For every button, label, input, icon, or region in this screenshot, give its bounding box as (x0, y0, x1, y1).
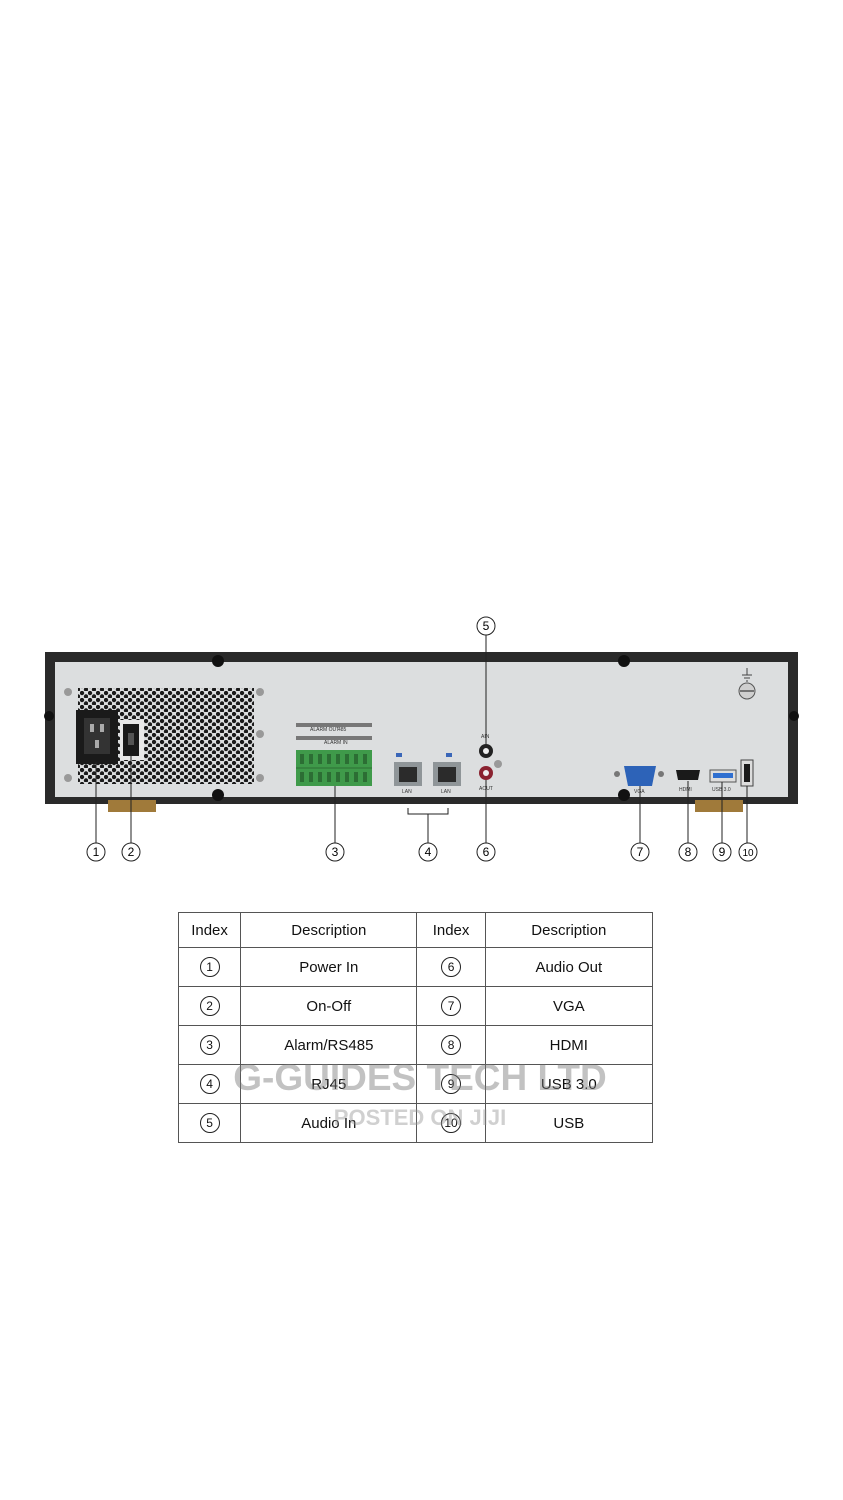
description-cell: Audio Out (484, 947, 654, 987)
table-row: 1 Power In 6 Audio Out (177, 947, 654, 987)
index-badge: 8 (441, 1035, 462, 1055)
description-cell: USB (484, 1103, 654, 1143)
index-badge: 5 (199, 1113, 220, 1133)
alarm-in-label: ALARM IN (324, 740, 348, 746)
index-badge: 9 (441, 1074, 462, 1094)
callout-9: 9 (712, 842, 732, 862)
table-row: 3 Alarm/RS485 8 HDMI (177, 1025, 654, 1065)
callout-5: 5 (476, 616, 496, 636)
rs485-label: 485 (338, 727, 347, 733)
table-row: 5 Audio In 10 USB (177, 1103, 654, 1143)
watermark-seller: G-GUIDES TECH LTD (233, 1057, 607, 1098)
index-badge: 6 (441, 957, 462, 977)
table-header-row: Index Description Index Description (177, 912, 654, 948)
description-cell: Alarm/RS485 (240, 1025, 418, 1065)
svg-text:1: 1 (93, 845, 100, 859)
index-badge: 7 (441, 996, 462, 1016)
audio-in-port: AIN (479, 734, 493, 758)
index-badge: 1 (199, 957, 220, 977)
description-cell: Power In (240, 947, 418, 987)
svg-text:6: 6 (483, 845, 490, 859)
power-in-port (76, 710, 118, 764)
usb-port (740, 759, 754, 787)
callout-6: 6 (476, 842, 496, 862)
svg-text:10: 10 (742, 848, 754, 859)
nvr-rear-panel-diagram: ALARM OUT 485 ALARM IN LAN LAN AIN (44, 616, 799, 862)
usb3-port: USB 3.0 (709, 769, 737, 793)
ground-screw (738, 668, 756, 700)
alarm-rs485-terminal: ALARM OUT 485 ALARM IN (296, 723, 372, 786)
description-cell: HDMI (484, 1025, 654, 1065)
lan-2-label: LAN (441, 789, 451, 795)
callout-3: 3 (325, 842, 345, 862)
header-index: Index (416, 912, 486, 948)
hdmi-port: HDMI (676, 770, 700, 793)
usb3-label: USB 3.0 (712, 787, 731, 793)
description-cell: RJ45 (240, 1064, 418, 1104)
callout-10: 10 (738, 842, 758, 862)
port-description-table: Index Description Index Description 1 Po… (177, 912, 654, 1143)
callout-8: 8 (678, 842, 698, 862)
svg-text:7: 7 (637, 845, 644, 859)
callout-1: 1 (86, 842, 106, 862)
index-badge: 2 (199, 996, 220, 1016)
alarm-out-label: ALARM OUT (310, 727, 339, 733)
lan-1-label: LAN (402, 789, 412, 795)
ain-label: AIN (481, 734, 490, 740)
lan-port-1: LAN (394, 753, 422, 795)
svg-text:3: 3 (332, 845, 339, 859)
lan-port-2: LAN (433, 753, 461, 795)
svg-text:4: 4 (425, 845, 432, 859)
svg-text:5: 5 (483, 619, 490, 633)
index-badge: 3 (199, 1035, 220, 1055)
header-description: Description (484, 912, 654, 948)
callout-7: 7 (630, 842, 650, 862)
hdmi-label: HDMI (679, 787, 692, 793)
table-row: 2 On-Off 7 VGA (177, 986, 654, 1026)
description-cell: Audio In (240, 1103, 418, 1143)
watermark-posted: POSTED ON JIJI (333, 1105, 507, 1130)
callout-2: 2 (121, 842, 141, 862)
power-switch (120, 720, 144, 760)
svg-text:9: 9 (719, 845, 726, 859)
header-description: Description (240, 912, 418, 948)
svg-text:8: 8 (685, 845, 692, 859)
header-index: Index (177, 912, 242, 948)
description-cell: VGA (484, 986, 654, 1026)
index-badge: 4 (199, 1074, 220, 1094)
callout-4: 4 (418, 842, 438, 862)
svg-text:2: 2 (128, 845, 135, 859)
description-cell: On-Off (240, 986, 418, 1026)
callout-leader-lines (95, 635, 748, 843)
index-badge: 10 (441, 1113, 462, 1133)
